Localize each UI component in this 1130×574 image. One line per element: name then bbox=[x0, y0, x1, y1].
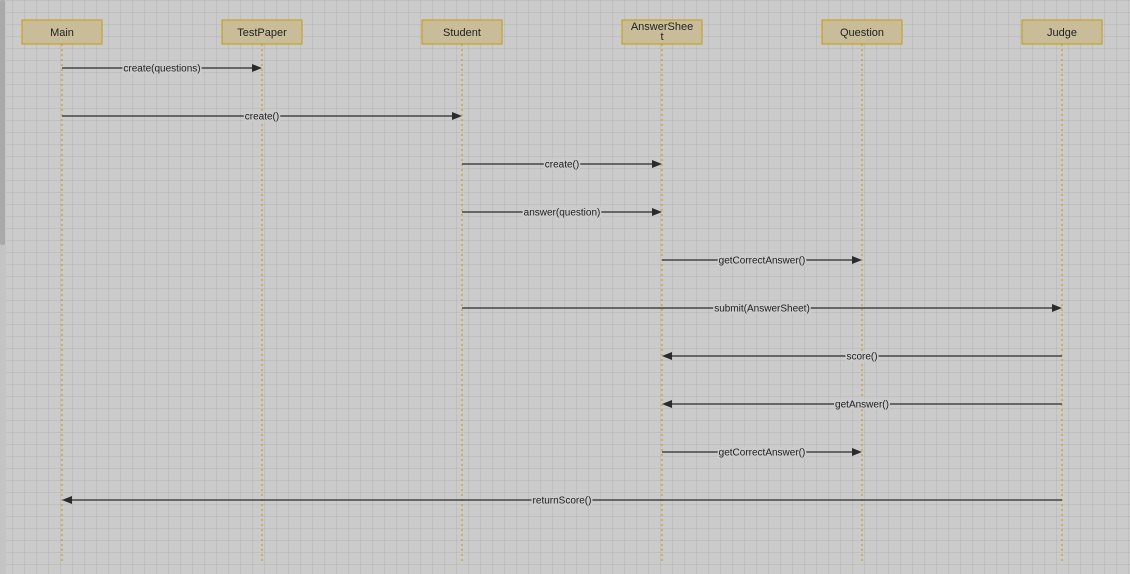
arrowhead-icon bbox=[852, 256, 862, 264]
participant-label: Main bbox=[50, 27, 74, 39]
arrowhead-icon bbox=[852, 448, 862, 456]
message-arrow[interactable]: create() bbox=[62, 111, 462, 123]
message-label: create() bbox=[545, 160, 579, 171]
participant-answersheet[interactable]: AnswerSheet bbox=[621, 19, 703, 562]
message-arrow[interactable]: submit(AnswerSheet) bbox=[462, 303, 1062, 315]
message-arrow[interactable]: getCorrectAnswer() bbox=[662, 255, 862, 267]
message-label-background bbox=[543, 159, 581, 169]
participant-box-judge[interactable] bbox=[1021, 19, 1103, 45]
participant-testpaper[interactable]: TestPaper bbox=[221, 19, 303, 562]
message-label-background bbox=[243, 111, 281, 121]
arrowhead-icon bbox=[62, 496, 72, 504]
participant-box-main[interactable] bbox=[21, 19, 103, 45]
message-label-background bbox=[531, 495, 593, 505]
participant-main[interactable]: Main bbox=[21, 19, 103, 562]
message-arrow[interactable]: returnScore() bbox=[62, 495, 1062, 507]
arrowhead-icon bbox=[652, 160, 662, 168]
message-arrow[interactable]: create() bbox=[462, 159, 662, 171]
participant-label: t bbox=[660, 31, 663, 43]
message-label: getCorrectAnswer() bbox=[719, 256, 806, 267]
participant-label: TestPaper bbox=[237, 27, 287, 39]
participant-box-testpaper[interactable] bbox=[221, 19, 303, 45]
participant-question[interactable]: Question bbox=[821, 19, 903, 562]
participant-label: Question bbox=[840, 27, 884, 39]
participant-label: Student bbox=[443, 27, 481, 39]
message-label: create() bbox=[245, 112, 279, 123]
message-label-background bbox=[522, 207, 602, 217]
participant-label: AnswerShee bbox=[631, 21, 693, 33]
message-arrow[interactable]: create(questions) bbox=[62, 63, 262, 75]
message-arrow[interactable]: score() bbox=[662, 351, 1062, 363]
participant-box-answersheet[interactable] bbox=[621, 19, 703, 45]
participant-box-question[interactable] bbox=[821, 19, 903, 45]
vertical-scrollbar[interactable] bbox=[0, 0, 6, 574]
message-label: returnScore() bbox=[533, 496, 592, 507]
arrowhead-icon bbox=[452, 112, 462, 120]
message-arrow[interactable]: getAnswer() bbox=[662, 399, 1062, 411]
message-label-background bbox=[834, 399, 890, 409]
message-label-background bbox=[717, 447, 807, 457]
message-label: score() bbox=[846, 352, 877, 363]
message-label-background bbox=[717, 255, 807, 265]
message-label: getAnswer() bbox=[835, 400, 889, 411]
message-arrow[interactable]: answer(question) bbox=[462, 207, 662, 219]
participant-label: Judge bbox=[1047, 27, 1077, 39]
message-label: answer(question) bbox=[524, 208, 601, 219]
message-label-background bbox=[122, 63, 202, 73]
participant-judge[interactable]: Judge bbox=[1021, 19, 1103, 562]
message-label: submit(AnswerSheet) bbox=[714, 304, 810, 315]
scrollbar-thumb[interactable] bbox=[0, 0, 5, 245]
message-label-background bbox=[845, 351, 879, 361]
arrowhead-icon bbox=[652, 208, 662, 216]
arrowhead-icon bbox=[252, 64, 262, 72]
message-arrow[interactable]: getCorrectAnswer() bbox=[662, 447, 862, 459]
message-label-background bbox=[713, 303, 811, 313]
message-label: getCorrectAnswer() bbox=[719, 448, 806, 459]
participant-box-student[interactable] bbox=[421, 19, 503, 45]
participant-student[interactable]: Student bbox=[421, 19, 503, 562]
arrowhead-icon bbox=[1052, 304, 1062, 312]
arrowhead-icon bbox=[662, 352, 672, 360]
message-label: create(questions) bbox=[123, 64, 200, 75]
arrowhead-icon bbox=[662, 400, 672, 408]
